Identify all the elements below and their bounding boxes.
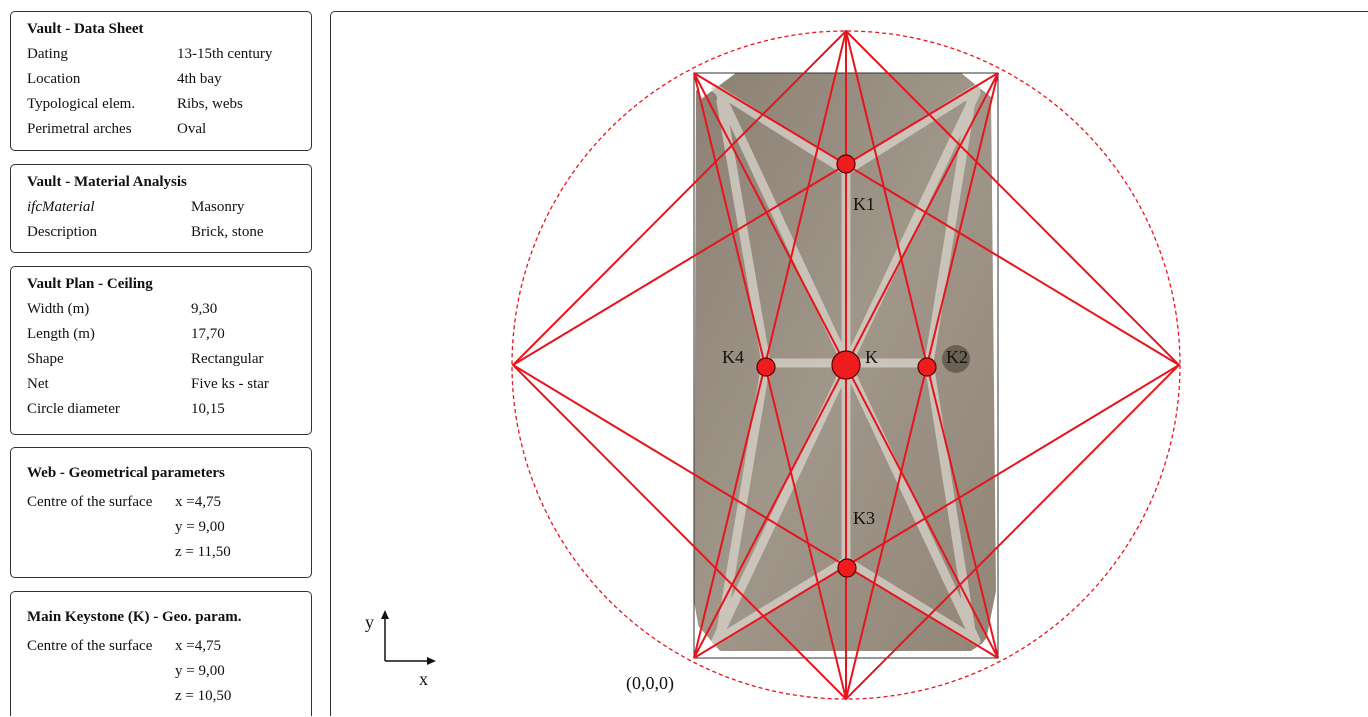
axis-y-label: y [365,612,374,632]
keystone-k2-node [917,357,937,377]
data-row: Net Five ks - star [27,372,311,397]
panel-title: Vault - Material Analysis [27,174,187,190]
data-row: z = 10,50 [27,684,311,709]
row-label: Location [27,71,81,87]
row-label: Centre of the surface [27,638,153,654]
vault-plan-diagram: K1 K2 K3 K4 K (0,0,0) y x [365,29,1181,701]
construction-line [693,72,847,700]
row-value: z = 10,50 [175,688,232,704]
boss-opening [942,345,970,373]
construction-line [693,72,1180,366]
data-row: Shape Rectangular [27,347,311,372]
origin-label: (0,0,0) [626,673,674,694]
row-value: Five ks - star [191,376,269,392]
row-label: Length (m) [27,326,95,342]
data-row: Length (m) 17,70 [27,322,311,347]
rib [711,84,851,176]
keystone-k4-node [756,357,776,377]
data-row: Width (m) 9,30 [27,297,311,322]
panel-title: Vault Plan - Ceiling [27,276,153,292]
construction-line [693,30,847,659]
panel-title: Web - Geometrical parameters [27,465,225,481]
row-value: Rectangular [191,351,264,367]
material-analysis-panel: Vault - Material Analysis ifcMaterial Mas… [10,164,312,253]
keystone-k4-label: K4 [722,347,744,367]
construction-line [512,364,999,659]
row-value: y = 9,00 [175,519,225,535]
axis-x-label: x [419,669,428,689]
row-value: 13-15th century [177,46,273,62]
keystone-k-node [831,350,861,380]
row-label: Circle diameter [27,401,120,417]
row-value: 9,30 [191,301,218,317]
rib [711,556,851,646]
vault-data-sheet-panel: Vault - Data Sheet Dating 13-15th century… [10,11,312,151]
row-value: z = 11,50 [175,544,231,560]
row-label: Width (m) [27,301,90,317]
axes-icon [381,610,436,665]
row-value: x =4,75 [175,494,221,510]
construction-line [845,72,999,700]
data-row: Centre of the surface x =4,75 [27,634,311,659]
row-label: Description [27,224,97,240]
panel-title: Main Keystone (K) - Geo. param. [27,609,242,625]
row-value: 17,70 [191,326,225,342]
keystone-k2-label: K2 [946,347,968,367]
construction-line [512,72,999,366]
keystone-geometry-panel: Main Keystone (K) - Geo. param. Centre o… [10,591,312,716]
row-value: y = 9,00 [175,663,225,679]
plan-ceiling-panel: Vault Plan - Ceiling Width (m) 9,30 Lengt… [10,266,312,435]
row-label: Centre of the surface [27,494,153,510]
row-value: 10,15 [191,401,225,417]
data-row: y = 9,00 [27,515,311,540]
row-value: Ribs, webs [177,96,243,112]
row-label: Typological elem. [27,96,136,112]
row-value: Masonry [191,199,245,215]
rib [841,556,981,646]
data-row: Typological elem. Ribs, webs [27,92,311,117]
keystone-k3-node [837,558,857,578]
data-row: ifcMaterial Masonry [27,195,311,220]
data-row: z = 11,50 [27,540,311,565]
row-label: Perimetral arches [27,121,132,137]
data-row: Location 4th bay [27,67,311,92]
data-row: Circle diameter 10,15 [27,397,311,422]
keystone-k-label: K [865,347,878,367]
row-label: ifcMaterial [27,199,95,215]
data-row: Perimetral arches Oval [27,117,311,142]
data-row: Description Brick, stone [27,220,311,245]
data-row: Dating 13-15th century [27,42,311,67]
keystone-k3-label: K3 [853,508,875,528]
rib [716,358,771,636]
vault-corner-web [694,621,726,658]
row-value: Brick, stone [191,224,264,240]
row-label: Dating [27,46,68,62]
row-value: x =4,75 [175,638,221,654]
row-value: 4th bay [177,71,222,87]
rib [924,358,976,636]
construction-line [845,30,999,659]
row-label: Shape [27,351,64,367]
rib [924,96,976,368]
keystone-k1-node [836,154,856,174]
diagram-frame: K1 K2 K3 K4 K (0,0,0) y x [330,11,1368,716]
data-row: Centre of the surface x =4,75 [27,490,311,515]
construction-line [693,364,1180,659]
rib [716,96,771,368]
rib [841,84,981,176]
web-geometry-panel: Web - Geometrical parameters Centre of t… [10,447,312,578]
row-label: Net [27,376,49,392]
row-value: Oval [177,121,207,137]
panel-title: Vault - Data Sheet [27,21,144,37]
keystone-k1-label: K1 [853,194,875,214]
data-row: y = 9,00 [27,659,311,684]
